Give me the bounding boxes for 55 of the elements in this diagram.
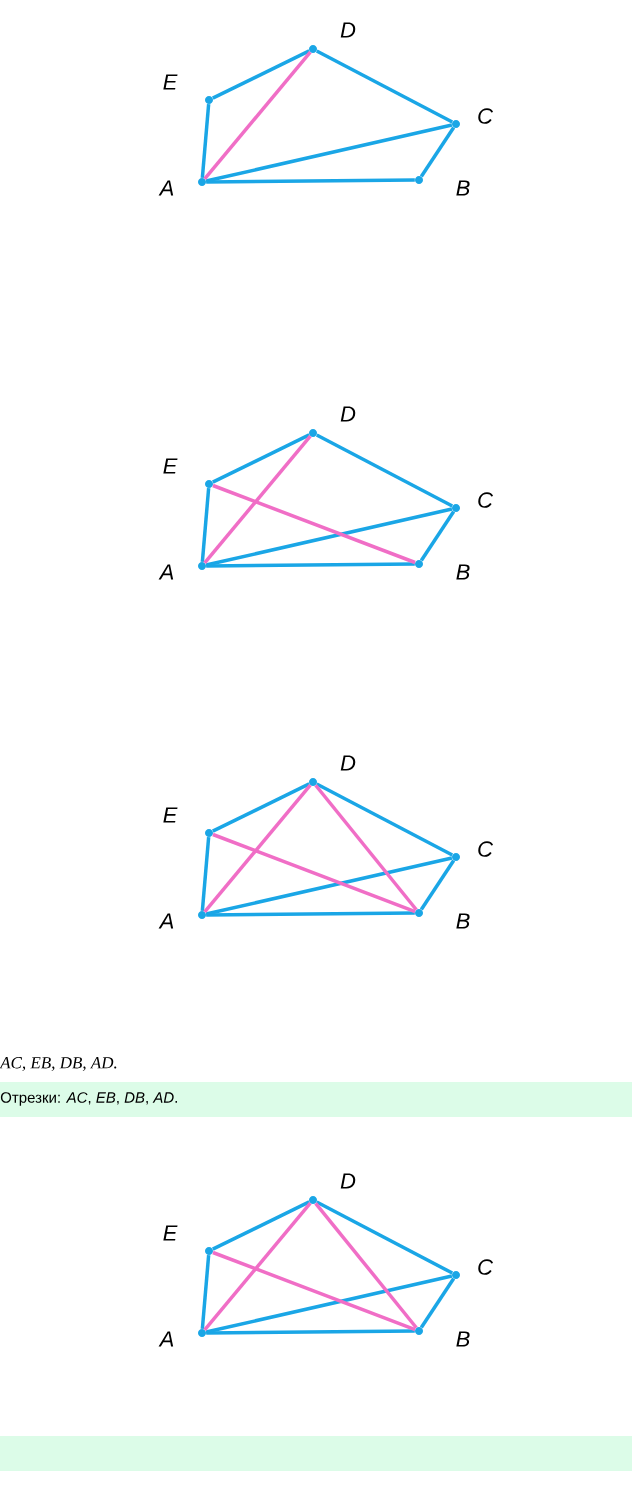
segment-line: [206, 562, 415, 568]
vertex-label: D: [340, 406, 356, 422]
segment-line: [205, 856, 453, 916]
segment-line: [203, 1202, 312, 1331]
segment-line: [200, 837, 211, 911]
segment-line: [205, 123, 453, 183]
vertex-label: D: [340, 755, 356, 771]
vertex-label: C: [478, 108, 494, 124]
segment-line: [212, 49, 310, 100]
segment-line: [419, 126, 456, 178]
vertex-label: E: [163, 74, 178, 90]
segment-line: [200, 104, 211, 178]
segment-line: [200, 1255, 211, 1329]
segment-line: [314, 1202, 418, 1329]
vertex-label: B: [456, 913, 470, 929]
vertex-label: E: [163, 458, 178, 474]
segment-line: [212, 782, 310, 833]
vertex-label: D: [340, 1173, 356, 1189]
vertex-label: A: [158, 180, 174, 196]
segment-line: [315, 433, 454, 508]
segment-line: [212, 1250, 416, 1332]
vertex-label: A: [158, 564, 174, 580]
vertex-label: B: [456, 180, 470, 196]
segment-line: [203, 784, 312, 913]
segment-line: [212, 832, 416, 914]
segment-line: [206, 911, 415, 917]
segment-line: [205, 1274, 453, 1334]
segment-line: [419, 510, 456, 562]
vertex-label: B: [456, 564, 470, 580]
segment-line: [205, 507, 453, 567]
segment-line: [212, 433, 310, 484]
vertex-label: C: [478, 492, 494, 508]
segment-line: [314, 784, 418, 911]
segment-line: [206, 178, 415, 184]
vertex-label: D: [340, 22, 356, 38]
segment-line: [212, 483, 416, 565]
vertex-label: E: [163, 807, 178, 823]
segment-line: [419, 859, 456, 911]
vertex-label: A: [158, 913, 174, 929]
segment-line: [315, 49, 454, 124]
answer-text: AC, EB, DB, AD.: [0, 1057, 117, 1071]
segment-line: [203, 435, 312, 564]
segment-line: [212, 1200, 310, 1251]
segment-line: [315, 782, 454, 857]
vertex-label: A: [158, 1331, 174, 1347]
segment-line: [203, 51, 312, 180]
vertex-label: C: [478, 1259, 494, 1275]
answer-text: Отрезки: AC, EB, DB, AD.: [0, 1092, 177, 1106]
segment-line: [200, 488, 211, 562]
vertex-label: B: [456, 1331, 470, 1347]
vertex-label: E: [163, 1225, 178, 1241]
vertex-label: C: [478, 841, 494, 857]
segment-line: [315, 1200, 454, 1275]
segment-line: [419, 1277, 456, 1329]
segment-line: [206, 1329, 415, 1335]
